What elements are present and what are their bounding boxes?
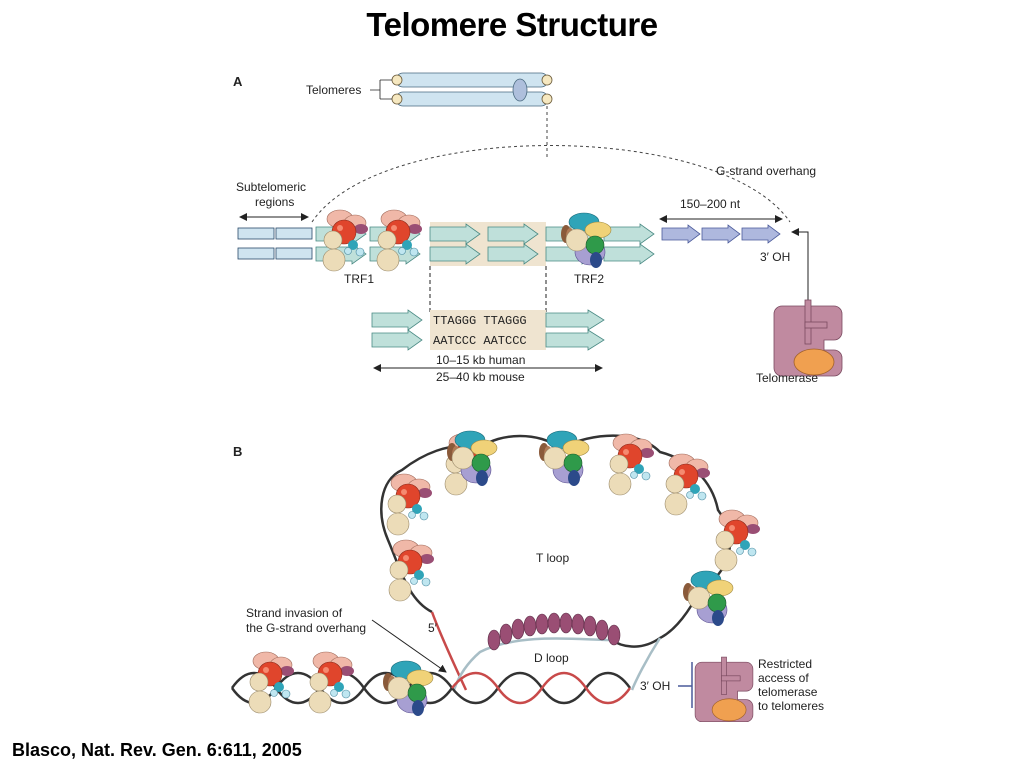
restricted-label-2: access of <box>758 671 809 685</box>
panel-a-letter: A <box>233 74 243 89</box>
trf1-loop-6 <box>714 509 761 572</box>
sequence-bottom: AATCCC AATCCC <box>433 334 527 348</box>
chromosome <box>370 72 553 107</box>
length-human-label: 10–15 kb human <box>436 353 525 367</box>
subtelomeric-dna <box>237 227 313 260</box>
overhang-length-label: 150–200 nt <box>680 197 741 211</box>
citation: Blasco, Nat. Rev. Gen. 6:611, 2005 <box>12 740 302 760</box>
three-oh-label-a: 3′ OH <box>760 250 790 264</box>
trf1-complex-1 <box>322 209 369 272</box>
telomerase-restricted-icon <box>694 656 754 723</box>
trf1-label: TRF1 <box>344 272 374 286</box>
telomerase-icon <box>773 299 843 377</box>
restricted-label-3: telomerase <box>758 685 818 699</box>
g-overhang-label: G-strand overhang <box>716 164 816 178</box>
slide-title: Telomere Structure <box>366 6 658 43</box>
d-loop-beads <box>487 612 621 651</box>
sequence-highlight <box>430 310 546 350</box>
telomeres-label: Telomeres <box>306 83 361 97</box>
trf2-label: TRF2 <box>574 272 604 286</box>
g-strand-overhang <box>661 224 781 244</box>
restricted-label-4: to telomeres <box>758 699 824 713</box>
trf1-loop-5 <box>664 453 711 516</box>
telomerase-label: Telomerase <box>756 371 818 385</box>
strand-invasion-label-1: Strand invasion of <box>246 606 343 620</box>
five-prime-label: 5′ <box>428 621 438 635</box>
trf1-helix-2 <box>308 651 355 714</box>
trf2-helix <box>382 660 434 717</box>
trf2-loop-3 <box>682 570 734 627</box>
subtelomeric-label-2: regions <box>255 195 294 209</box>
t-loop-label: T loop <box>536 551 569 565</box>
d-loop-label: D loop <box>534 651 569 665</box>
panel-b-letter: B <box>233 444 242 459</box>
trf1-loop-4 <box>608 433 655 496</box>
trf1-loop-2 <box>386 473 433 536</box>
three-oh-label-b: 3′ OH <box>640 679 670 693</box>
trf1-helix-1 <box>248 651 295 714</box>
trf1-complex-2 <box>376 209 423 272</box>
strand-invasion-label-2: the G-strand overhang <box>246 621 366 635</box>
length-mouse-label: 25–40 kb mouse <box>436 370 525 384</box>
restricted-label-1: Restricted <box>758 657 812 671</box>
subtelomeric-label-1: Subtelomeric <box>236 180 306 194</box>
sequence-repeats <box>371 309 605 351</box>
sequence-top: TTAGGG TTAGGG <box>433 314 527 328</box>
